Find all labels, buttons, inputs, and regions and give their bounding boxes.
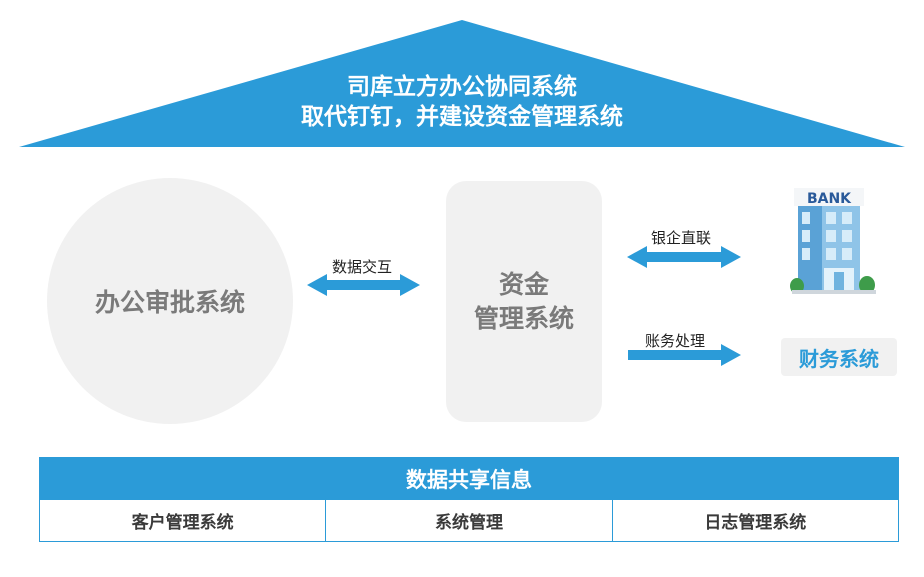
data-exchange-label: 数据交互	[332, 258, 393, 276]
log-management-cell: 日志管理系统	[704, 513, 807, 533]
roof-title: 司库立方办公协同系统	[347, 74, 577, 100]
finance-system-box: 财务系统	[781, 338, 897, 376]
roof-triangle	[19, 20, 905, 147]
shared-data-foundation: 数据共享信息 客户管理系统 系统管理 日志管理系统	[39, 457, 899, 544]
roof-subtitle: 取代钉钉，并建设资金管理系统	[301, 104, 623, 130]
shared-data-row: 客户管理系统 系统管理 日志管理系统	[39, 500, 899, 542]
finance-system-label: 财务系统	[799, 346, 879, 371]
shared-data-title: 数据共享信息	[39, 457, 899, 500]
approval-system-circle: 办公审批系统	[47, 178, 293, 424]
approval-system-label: 办公审批系统	[94, 288, 245, 317]
fund-management-box: 资金 管理系统	[446, 181, 602, 422]
fund-management-line2: 管理系统	[473, 303, 574, 333]
fund-management-line1: 资金	[498, 269, 549, 299]
accounting-label: 账务处理	[645, 332, 706, 350]
customer-management-cell: 客户管理系统	[40, 500, 327, 541]
accounting-arrow	[628, 344, 741, 366]
bank-building-icon: BANK	[790, 188, 876, 294]
data-exchange-double-arrow	[307, 274, 420, 296]
bank-sign: BANK	[807, 191, 852, 207]
bank-link-double-arrow	[627, 246, 741, 268]
system-management-cell: 系统管理	[326, 500, 613, 541]
bank-link-label: 银企直联	[651, 229, 712, 247]
